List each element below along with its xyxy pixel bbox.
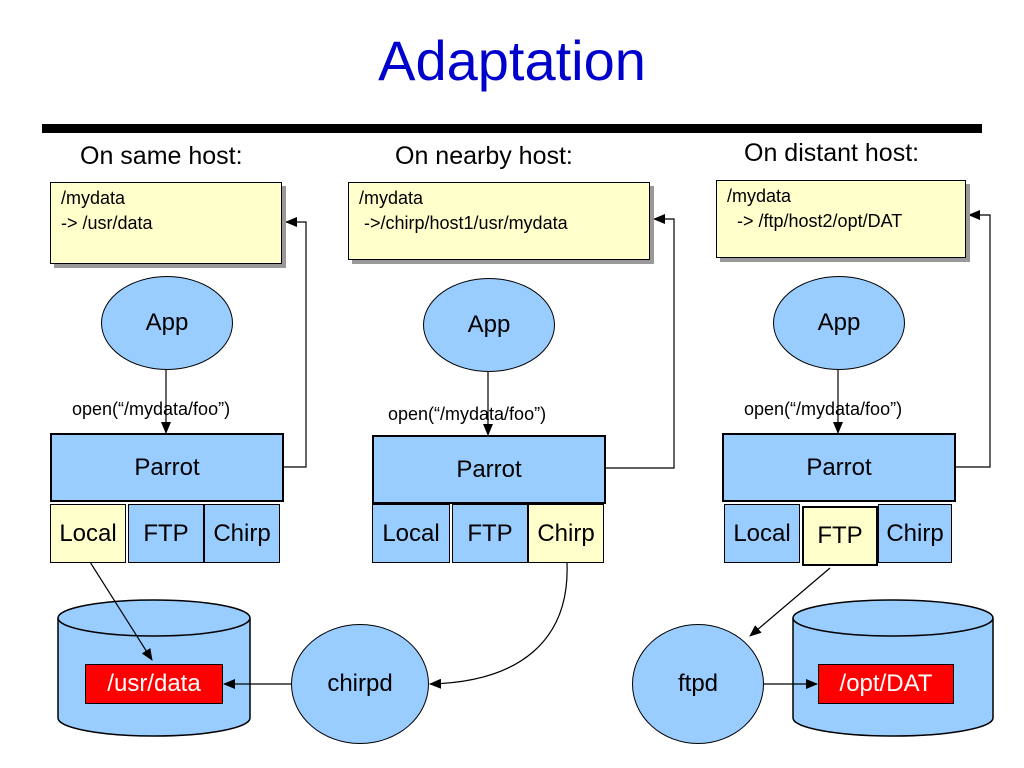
open-call-label-distant-host: open(“/mydata/foo”) [744,399,903,419]
app-node-same-host: App [101,276,233,370]
parrot-box-nearby-host: Parrot [372,435,606,504]
driver-ftp-nearby-host: FTP [452,504,528,563]
panel-heading-same-host: On same host: [80,142,243,170]
parrot-to-map-arrow-3 [956,210,991,468]
chirp-to-chirpd-arrow [429,562,568,689]
parrot-box-distant-host: Parrot [722,433,956,502]
panel-heading-distant-host: On distant host: [744,139,920,167]
driver-local-distant-host: Local [724,504,800,563]
daemon-ftpd: ftpd [632,624,764,744]
driver-ftp-distant-host: FTP [802,506,878,566]
mount-map-box-distant-host: /mydata -> /ftp/host2/opt/DAT [716,180,966,258]
app-node-nearby-host: App [423,278,555,372]
mount-map-box-same-host: /mydata -> /usr/data [50,182,282,264]
driver-local-nearby-host: Local [372,504,450,563]
directory-opt-dat: /opt/DAT [818,664,954,704]
parrot-to-map-arrow-1 [284,217,307,468]
parrot-to-map-arrow-2 [604,214,675,469]
parrot-box-same-host: Parrot [50,433,284,502]
title-rule [42,124,982,133]
panel-heading-nearby-host: On nearby host: [395,142,573,170]
open-call-label-same-host: open(“/mydata/foo”) [72,399,231,419]
driver-local-same-host: Local [50,504,126,563]
mount-map-line2: -> /usr/data [61,213,153,233]
mount-map-line2: -> /ftp/host2/opt/DAT [727,211,903,231]
slide-title: Adaptation [378,29,646,92]
mount-map-line1: /mydata [727,186,792,206]
directory-usr-data: /usr/data [85,664,223,704]
daemon-chirpd: chirpd [291,624,429,744]
app-node-distant-host: App [773,276,905,370]
mount-map-line1: /mydata [359,188,424,208]
open-call-label-nearby-host: open(“/mydata/foo”) [388,404,547,424]
mount-map-line2: ->/chirp/host1/usr/mydata [359,213,568,233]
mount-map-box-nearby-host: /mydata ->/chirp/host1/usr/mydata [348,182,650,260]
ftp-to-ftpd-arrow [749,567,831,637]
driver-ftp-same-host: FTP [128,504,204,563]
driver-chirp-distant-host: Chirp [878,504,952,563]
driver-chirp-same-host: Chirp [204,504,280,563]
local-to-dir-arrow [89,561,153,661]
driver-chirp-nearby-host: Chirp [528,504,604,563]
mount-map-line1: /mydata [61,188,126,208]
